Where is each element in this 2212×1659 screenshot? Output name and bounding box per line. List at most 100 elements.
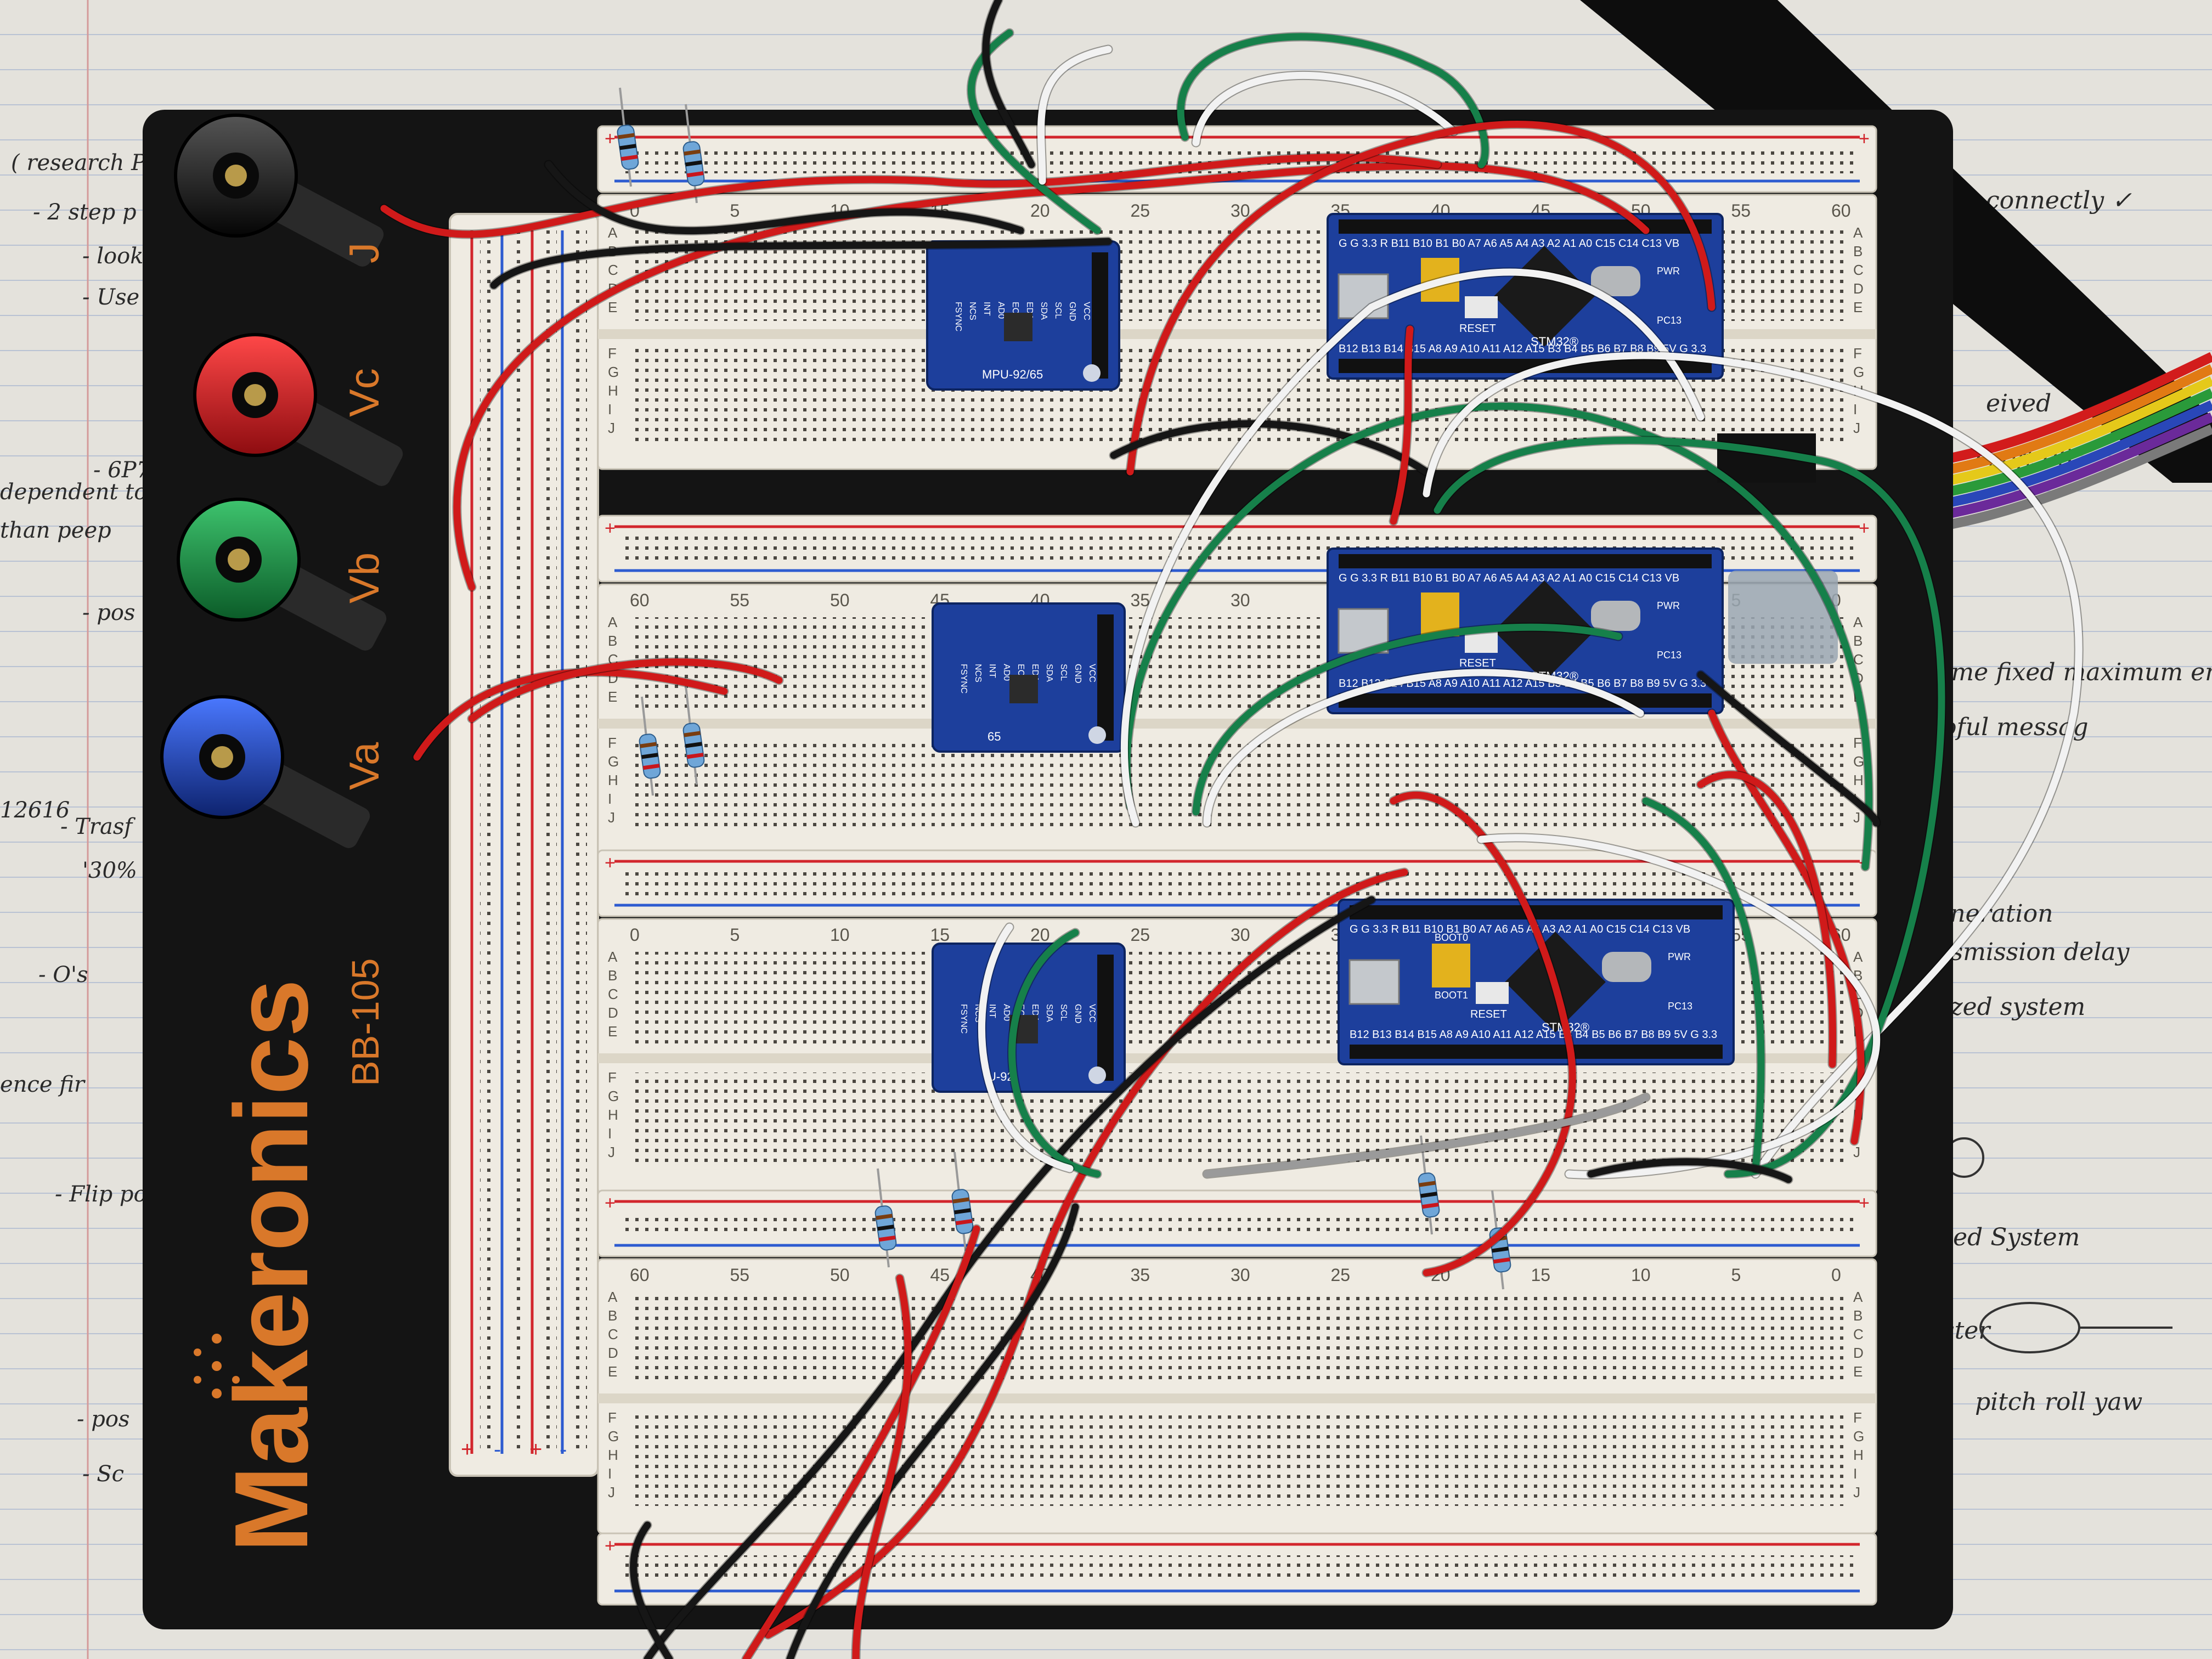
post-contact [244, 384, 266, 406]
row-letter: C [608, 986, 618, 1002]
jumper-wires [379, 0, 2084, 1659]
note-left-line: - Sc [82, 1462, 124, 1487]
row-letter: E [608, 1363, 617, 1380]
pin-label: VCC [1082, 302, 1091, 320]
column-number: 55 [1731, 201, 1751, 221]
row-letter: F [608, 345, 617, 362]
row-letter: C [1853, 262, 1864, 278]
resistor [682, 104, 705, 204]
note-left-line: - Flip pos [55, 1182, 158, 1207]
note-right-line: oful messag [1942, 713, 2089, 741]
column-number: 25 [1131, 201, 1150, 221]
column-number: 30 [1231, 590, 1250, 610]
note-right-line: eived [1986, 390, 2051, 417]
column-number: 55 [730, 1265, 750, 1285]
bottom-pin-header [1339, 693, 1712, 708]
note-left-line: - 2 step p [33, 200, 137, 225]
brand-area: Makeronics BB-105 [194, 958, 387, 1553]
row-letter: A [608, 949, 618, 965]
binding-post: Vb [177, 498, 388, 651]
row-letter: J [1853, 420, 1860, 436]
row-letter: B [608, 1307, 617, 1324]
jumper-wire [1126, 121, 1716, 476]
row-letter: F [1853, 735, 1862, 751]
pin-label: INT [982, 302, 991, 316]
terminal-holes-lower [631, 1413, 1843, 1506]
stm32-bluepill-module: G G 3.3 R B11 B10 B1 B0 A7 A6 A5 A4 A3 A… [1327, 548, 1724, 714]
column-number: 10 [830, 925, 850, 945]
jumper-wire [1390, 791, 1576, 1277]
column-number: 35 [1131, 590, 1150, 610]
row-letter: A [1853, 1289, 1863, 1305]
bottom-pin-labels: B12 B13 B14 B15 A8 A9 A10 A11 A12 A15 B3… [1350, 1029, 1717, 1041]
pin-label: GND [1073, 1004, 1082, 1024]
column-number: 60 [1831, 201, 1851, 221]
color-band [684, 731, 701, 737]
pin-header [1092, 252, 1108, 379]
row-letter: B [608, 967, 617, 984]
post-contact [211, 746, 233, 768]
row-letter: G [1853, 1428, 1864, 1444]
note-right-line: ed System [1953, 1223, 2080, 1251]
row-letter: E [1853, 1363, 1863, 1380]
jumper-wire [982, 0, 1035, 168]
row-letter: J [1853, 809, 1860, 826]
column-number: 25 [1331, 1265, 1351, 1285]
top-pin-header [1339, 554, 1712, 568]
row-letter: J [608, 1484, 615, 1500]
note-left-line: '30% [82, 858, 137, 883]
note-left-line: ( research Pr [11, 150, 158, 176]
pin-label: FSYNC [959, 664, 968, 693]
column-number: 60 [630, 590, 650, 610]
row-letter: F [608, 1409, 617, 1426]
color-band [878, 1235, 896, 1242]
row-letter: J [608, 420, 615, 436]
row-letter: H [1853, 772, 1864, 788]
column-number: 5 [1731, 1265, 1741, 1285]
color-band [684, 149, 701, 156]
pin-label: AD0 [1002, 664, 1011, 681]
pin-label: AD0 [1002, 1004, 1011, 1021]
terminal-holes-lower [631, 738, 1843, 831]
jumper-wire [630, 1521, 673, 1659]
row-letter: A [1853, 224, 1863, 241]
pin-label: SDA [1045, 1004, 1054, 1022]
bottom-pin-labels: B12 B13 B14 B15 A8 A9 A10 A11 A12 A15 B3… [1339, 678, 1706, 690]
row-letter: G [608, 1088, 619, 1104]
rail-plus-mark: + [529, 1437, 542, 1462]
rail-plus-mark: + [605, 853, 616, 873]
jumper-wire [1434, 437, 1945, 1178]
row-letter: B [1853, 1307, 1863, 1324]
reset-button [1476, 982, 1509, 1004]
row-letter: I [608, 401, 612, 417]
row-letter: C [1853, 651, 1864, 668]
jumper-wire [1177, 33, 1489, 168]
rail-plus-mark: + [605, 1536, 616, 1556]
jumper-wire [545, 161, 1024, 235]
boot0-label: BOOT0 [1435, 932, 1468, 943]
post-label: Va [341, 742, 388, 790]
boot1-label: BOOT1 [1435, 990, 1468, 1001]
column-number: 30 [1231, 1265, 1250, 1285]
rail-plus-mark: + [605, 1193, 616, 1214]
row-letter: D [608, 1005, 618, 1021]
row-letter: G [608, 753, 619, 770]
rail-holes [540, 230, 557, 1448]
top-pin-labels: G G 3.3 R B11 B10 B1 B0 A7 A6 A5 A4 A3 A… [1339, 572, 1679, 584]
stm32-bluepill-module: G G 3.3 R B11 B10 B1 B0 A7 A6 A5 A4 A3 A… [1338, 899, 1735, 1065]
note-left-line: ence fir [0, 1072, 86, 1097]
reset-label: RESET [1470, 1008, 1507, 1020]
modules: VCCGNDSCLSDAEDAECLAD0INTNCSFSYNCMPU-92/6… [926, 213, 1838, 1093]
row-letter: C [608, 262, 618, 278]
note-left-line: - pos [77, 1407, 129, 1432]
column-number: 15 [930, 925, 950, 945]
row-letter: B [608, 633, 617, 649]
color-band [642, 764, 660, 770]
center-channel [598, 1393, 1876, 1403]
color-band [640, 742, 657, 748]
row-letter: I [1853, 401, 1857, 417]
color-band [1493, 1257, 1510, 1264]
row-letter: D [1853, 1345, 1864, 1361]
jumper-wire [978, 923, 1074, 1172]
